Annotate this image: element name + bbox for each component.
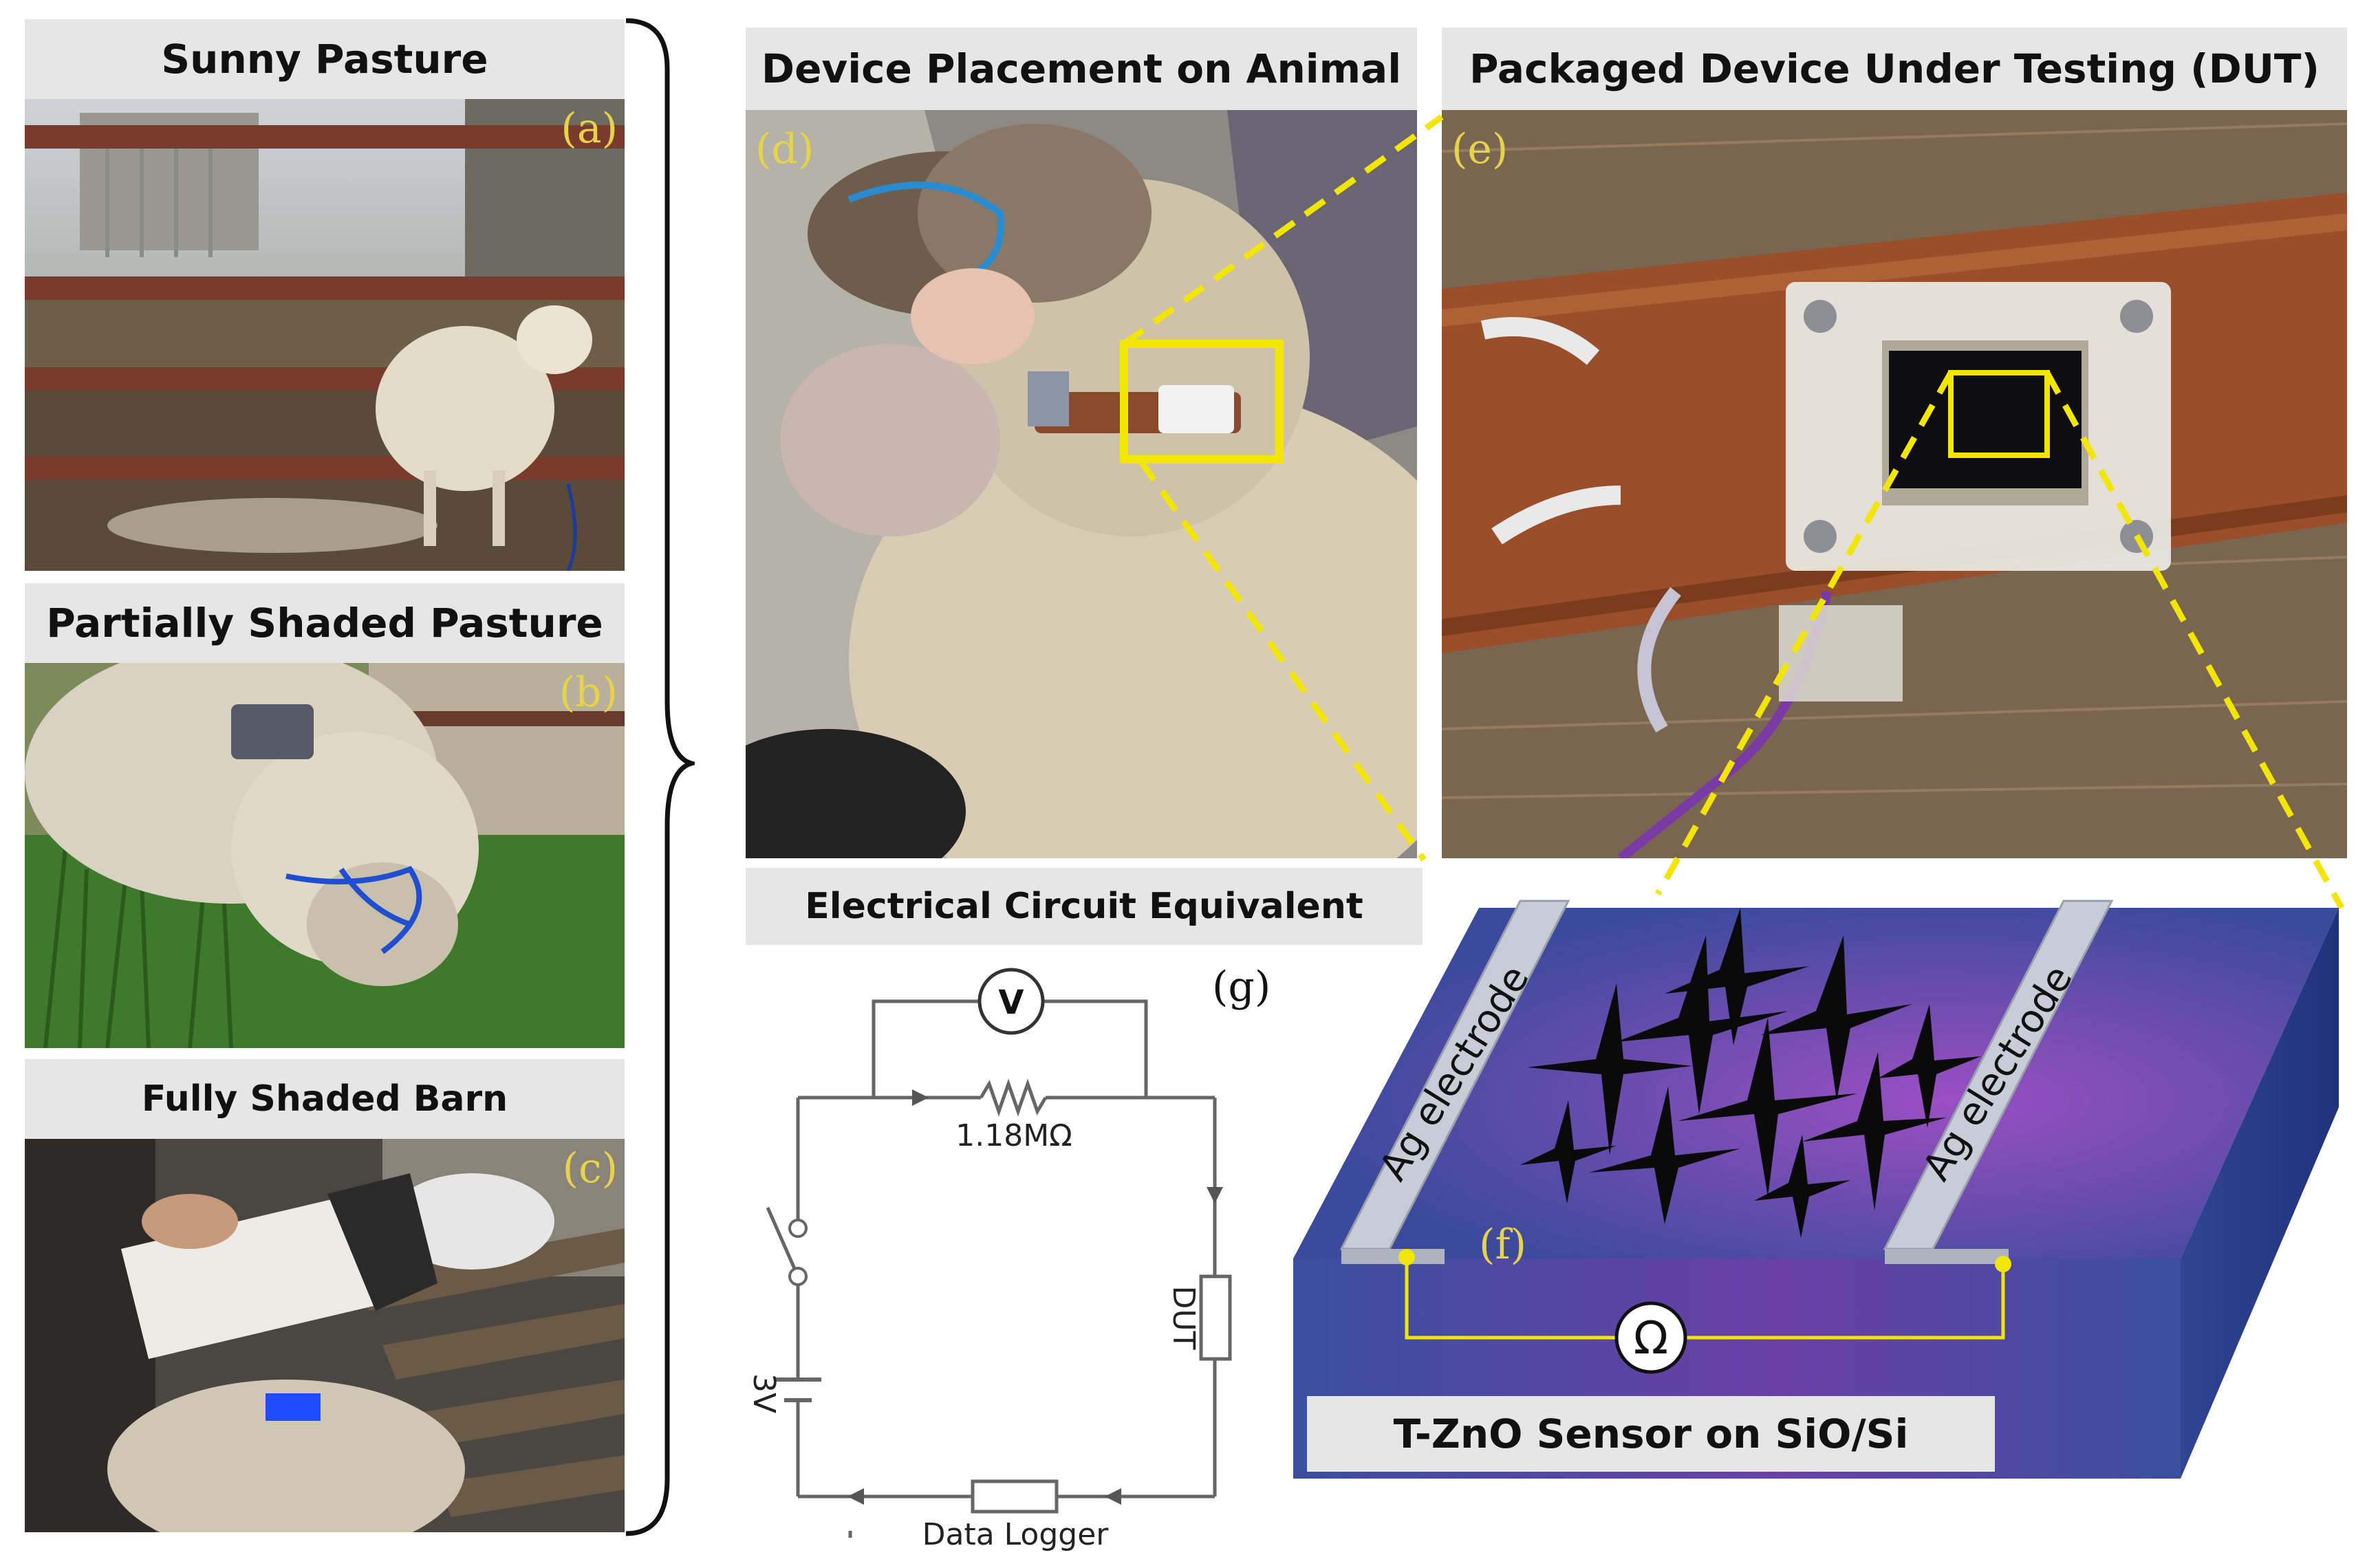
panel-a-title: Sunny Pasture: [25, 19, 625, 99]
panel-a-photo: (a): [25, 99, 625, 571]
panel-g-title-text: Electrical Circuit Equivalent: [805, 886, 1363, 927]
resistor-label: 1.18MΩ: [955, 1118, 1072, 1153]
panel-e-photo: (e): [1442, 110, 2347, 858]
panel-e-title-text: Packaged Device Under Testing (DUT): [1469, 45, 2320, 92]
sensor-caption: T-ZnO Sensor on SiO/Si: [1394, 1411, 1909, 1457]
panel-d-photo: (d): [746, 110, 1417, 858]
sensor-schematic: Ag electrode Ag electrode Ω T-ZnO Sensor…: [1293, 900, 2339, 1479]
data-logger-label: Data Logger: [922, 1517, 1110, 1552]
panel-d-label: (d): [755, 125, 814, 173]
panel-b-title-text: Partially Shaded Pasture: [46, 600, 603, 646]
panel-e-title: Packaged Device Under Testing (DUT): [1442, 28, 2347, 110]
panel-d-title: Device Placement on Animal: [746, 28, 1417, 110]
dut-label: DUT: [1166, 1286, 1201, 1350]
panel-f-label: (f): [1479, 1221, 1526, 1269]
grouping-brace: [625, 18, 695, 1536]
voltmeter-symbol: V: [998, 983, 1024, 1022]
panel-d-title-text: Device Placement on Animal: [761, 45, 1402, 92]
panel-c-photo: (c): [25, 1139, 625, 1532]
panel-c-title: Fully Shaded Barn: [25, 1059, 625, 1139]
ohmmeter-symbol: Ω: [1634, 1311, 1668, 1364]
panel-b-photo: (b): [25, 663, 625, 1048]
panel-b-title: Partially Shaded Pasture: [25, 583, 625, 663]
panel-e-label: (e): [1451, 125, 1509, 173]
panel-c-title-text: Fully Shaded Barn: [141, 1078, 508, 1120]
panel-a-label: (a): [561, 105, 618, 153]
battery-label: 3V: [746, 1373, 781, 1413]
circuit-diagram: V 1.18MΩ DUT 3V Data Logger: [746, 968, 1232, 1552]
panel-g-label: (g): [1212, 963, 1271, 1011]
panel-c-label: (c): [562, 1144, 618, 1193]
panel-a-title-text: Sunny Pasture: [161, 36, 488, 83]
panel-g-title: Electrical Circuit Equivalent: [746, 868, 1423, 945]
panel-b-label: (b): [559, 668, 618, 717]
